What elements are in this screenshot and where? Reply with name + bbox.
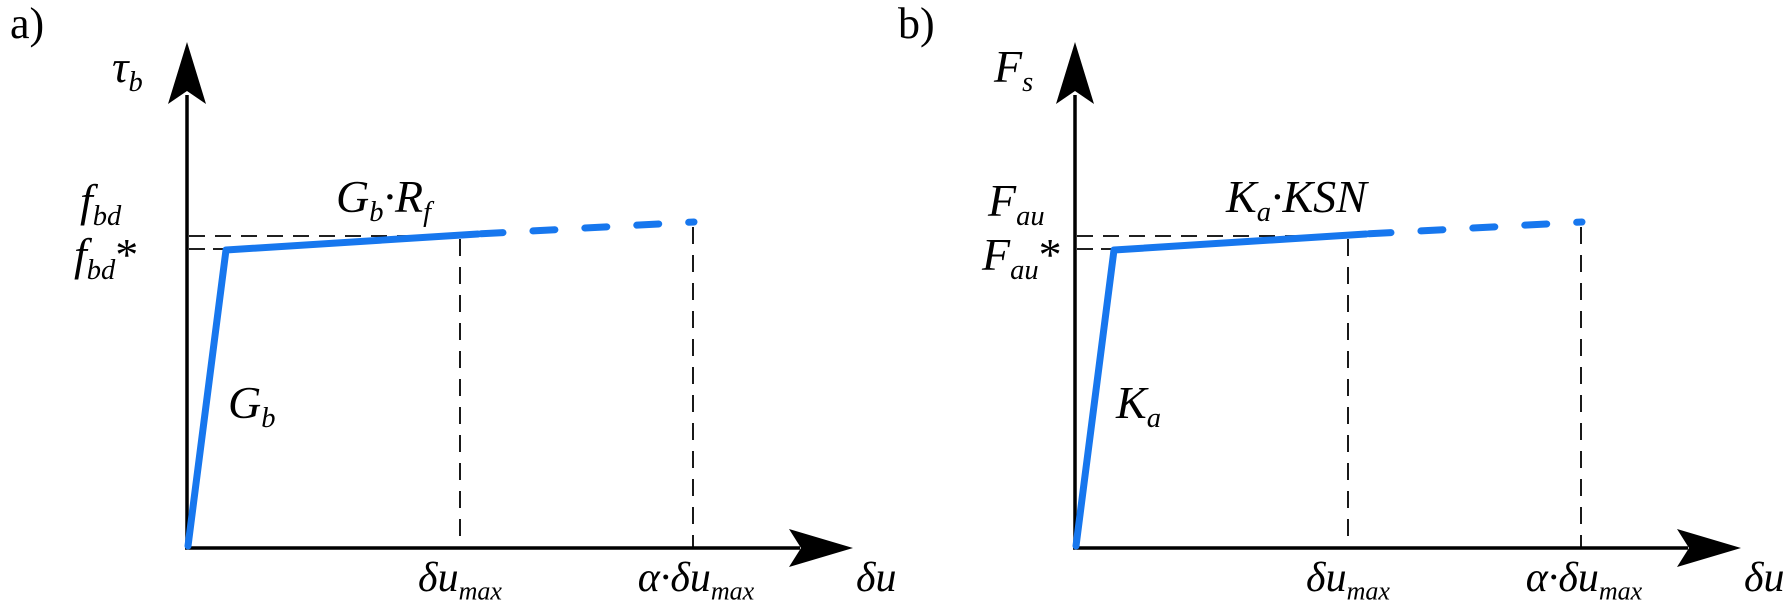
lower-ref-label-b: Fau* (982, 229, 1062, 287)
post-slope-label-b: Ka·KSN (1226, 171, 1367, 229)
bilinear-curve-solid-a (184, 230, 482, 550)
initial-slope-label-a: Gb (228, 377, 276, 435)
bilinear-curve-dashed-extension-b (1365, 218, 1586, 238)
panel-a-linework (168, 42, 853, 567)
bilinear-curve-dashed-extension-a (477, 218, 698, 238)
x-ref-near-label-b: δumax (1306, 555, 1390, 603)
x-axis-label-a: δu (856, 555, 897, 601)
post-slope-label-a: Gb·Rf (336, 171, 432, 229)
panel-a-tag: a) (10, 0, 45, 48)
x-ref-far-label-a: α·δumax (637, 555, 755, 603)
x-axis-arrowhead-b (1677, 529, 1741, 567)
y-axis-arrowhead-b (1056, 42, 1094, 104)
y-axis-arrowhead-a (168, 42, 206, 104)
upper-ref-label-a: fbd (80, 175, 122, 233)
bilinear-curve-solid-b (1072, 230, 1370, 550)
x-ref-near-label-a: δumax (418, 555, 502, 603)
x-axis-arrowhead-a (789, 529, 853, 567)
initial-slope-label-b: Ka (1116, 377, 1161, 435)
y-axis-label-a: τb (112, 41, 143, 99)
upper-ref-label-b: Fau (988, 175, 1045, 233)
panel-b-linework (1056, 42, 1741, 567)
lower-ref-label-a: fbd* (74, 229, 139, 287)
x-axis-label-b: δu (1744, 555, 1785, 601)
panel-b-tag: b) (898, 0, 935, 48)
x-ref-far-label-b: α·δumax (1525, 555, 1643, 603)
y-axis-label-b: Fs (994, 41, 1034, 99)
